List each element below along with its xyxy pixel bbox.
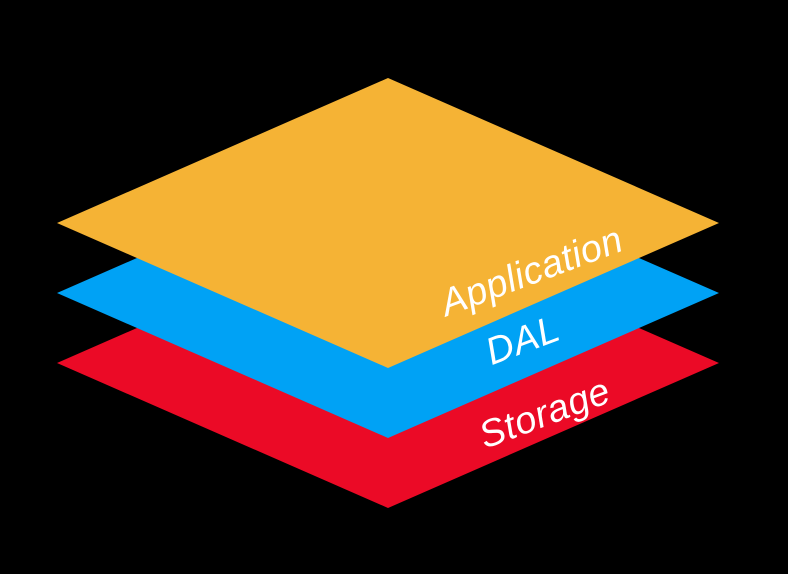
application-layer-plane xyxy=(57,78,719,368)
